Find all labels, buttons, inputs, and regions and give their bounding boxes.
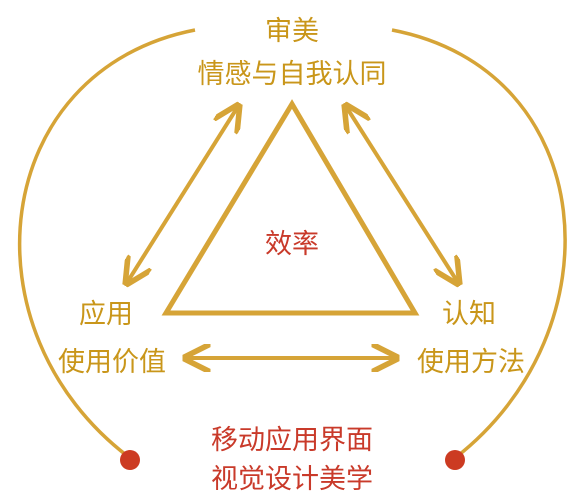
bottom-label-line1: 移动应用界面 <box>211 425 373 456</box>
arc-endpoint-right-dot <box>445 450 465 470</box>
left-label-line1: 应用 <box>79 299 133 330</box>
center-label: 效率 <box>265 229 319 260</box>
right-label-line1: 认知 <box>442 299 496 330</box>
top-label-line1: 审美 <box>265 16 319 47</box>
bottom-label-line2: 视觉设计美学 <box>211 464 373 495</box>
right-label-line2: 使用方法 <box>417 347 525 378</box>
arrow-top-right <box>347 108 457 281</box>
center-triangle <box>161 99 420 316</box>
top-label-line2: 情感与自我认同 <box>198 59 387 90</box>
arrow-top-left <box>128 108 237 281</box>
left-label-line2: 使用价值 <box>58 347 166 378</box>
arc-endpoint-left-dot <box>120 450 140 470</box>
outer-arc <box>17 28 567 460</box>
